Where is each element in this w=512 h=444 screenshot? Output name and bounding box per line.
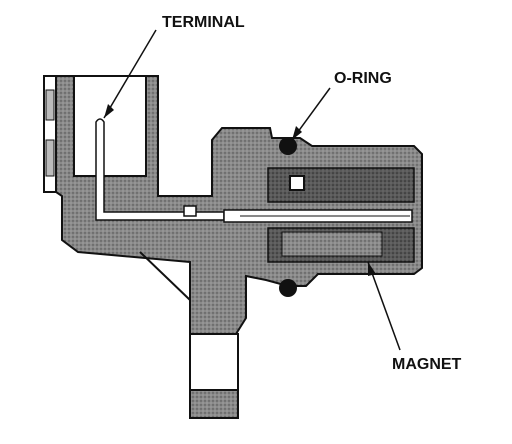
pin-clip: [183, 205, 197, 217]
o-ring-label: O-RING: [334, 70, 392, 87]
upper-coil: [267, 167, 415, 203]
terminal-leader: [103, 29, 157, 119]
connector-pocket: [73, 75, 147, 177]
magnet-leader: [367, 261, 401, 351]
body-edge-line: [139, 251, 191, 301]
o-ring-leader: [291, 87, 331, 141]
connector-frame: [43, 75, 57, 193]
magnet-section: [267, 227, 415, 263]
sensor-body: [55, 75, 423, 335]
magnet-label: MAGNET: [392, 356, 462, 373]
o-ring-top: [279, 137, 297, 155]
o-ring-bottom: [279, 279, 297, 297]
lower-stem: [189, 333, 239, 419]
terminal-label: TERMINAL: [162, 14, 245, 31]
